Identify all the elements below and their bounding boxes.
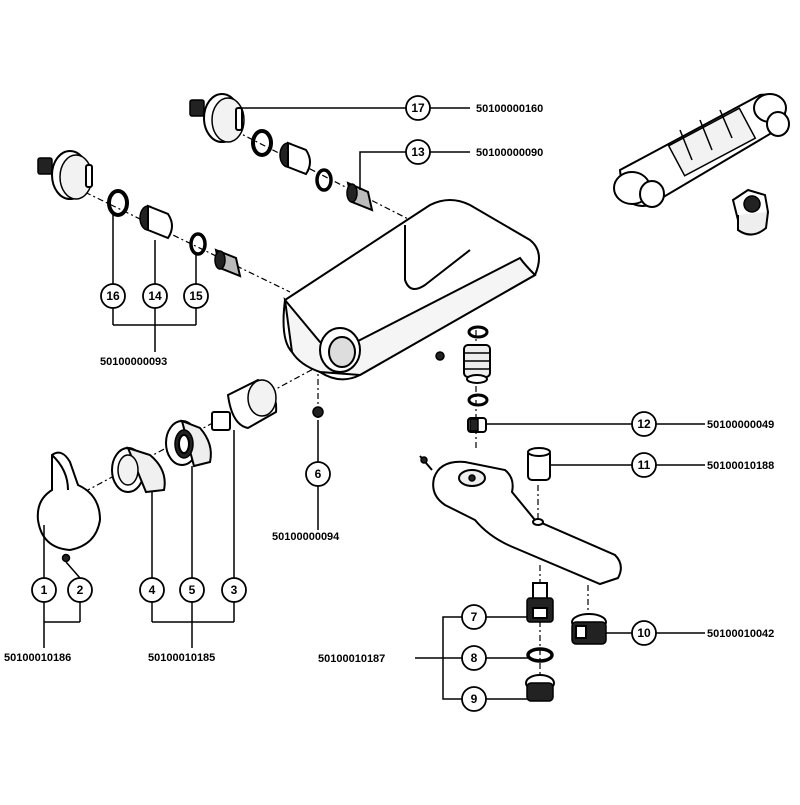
part-number-group-16-14-15: 50100000093 [100, 356, 167, 368]
mixer-body [282, 199, 540, 381]
callout-13-label: 13 [411, 145, 425, 159]
leader-lines [43, 107, 705, 700]
left-valve-assembly [37, 150, 242, 278]
part-10-aerator [571, 613, 607, 645]
callout-10-label: 10 [637, 626, 651, 640]
callout-1-label: 1 [41, 583, 48, 597]
callout-7: 7 [461, 604, 487, 630]
part-6-screw [312, 406, 324, 418]
part-4-cover [111, 446, 166, 494]
assembly-axes [59, 117, 589, 690]
part-1-lever-handle [36, 451, 102, 552]
callout-1: 1 [31, 577, 57, 603]
upper-valve-assembly [189, 93, 374, 212]
lever-assembly [36, 378, 278, 563]
callout-9-label: 9 [471, 692, 478, 706]
part-14-nut [139, 204, 173, 240]
callout-6-label: 6 [315, 467, 322, 481]
part-5-ring-nut [165, 419, 212, 468]
callout-4: 4 [139, 577, 165, 603]
part-15-o-ring [189, 232, 207, 256]
callout-16: 16 [100, 283, 126, 309]
part-2-screw [61, 553, 71, 563]
callout-14: 14 [142, 283, 168, 309]
part-number-10: 50100010042 [707, 628, 774, 640]
callout-12: 12 [631, 411, 657, 437]
spout [419, 455, 622, 586]
callout-5-label: 5 [189, 583, 196, 597]
mounting-bracket [613, 93, 790, 236]
part-number-group-7-8-9: 50100010187 [318, 653, 385, 665]
callout-10: 10 [631, 620, 657, 646]
lower-diverter-parts [525, 582, 555, 702]
part-number-13: 50100000090 [476, 147, 543, 159]
callout-6: 6 [305, 461, 331, 487]
callout-12-label: 12 [637, 417, 651, 431]
callout-11: 11 [631, 452, 657, 478]
callout-2: 2 [67, 577, 93, 603]
callout-17: 17 [405, 95, 431, 121]
part-7-diverter-valve [526, 582, 554, 623]
callout-7-label: 7 [471, 610, 478, 624]
diverter-cartridge [463, 344, 491, 384]
part-17-eccentric [189, 93, 245, 143]
part-number-17: 50100000160 [476, 103, 543, 115]
part-13-check-valve [346, 181, 374, 212]
callout-3: 3 [221, 577, 247, 603]
callout-13: 13 [405, 139, 431, 165]
part-number-11: 50100010188 [707, 460, 774, 472]
part-9-nut [525, 674, 555, 702]
part-eccentric-left [37, 150, 93, 200]
callout-2-label: 2 [77, 583, 84, 597]
callout-17-label: 17 [411, 101, 425, 115]
part-14-nut-upper [279, 141, 311, 176]
callout-4-label: 4 [149, 583, 156, 597]
part-check-valve-left [214, 248, 242, 278]
callout-15-label: 15 [189, 289, 203, 303]
part-12-insert [467, 417, 487, 433]
part-number-group-1-2: 50100010186 [4, 652, 71, 664]
part-3-cartridge [211, 378, 278, 431]
callout-8: 8 [461, 645, 487, 671]
callout-14-label: 14 [148, 289, 162, 303]
hex-nut [731, 188, 770, 236]
part-16-o-ring [107, 189, 129, 217]
part-8-o-ring [526, 647, 554, 663]
callout-5: 5 [179, 577, 205, 603]
part-number-group-4-5-3: 50100010185 [148, 652, 215, 664]
diverter-assembly [463, 325, 491, 433]
part-number-12: 50100000049 [707, 419, 774, 431]
callout-16-label: 16 [106, 289, 120, 303]
callout-3-label: 3 [231, 583, 238, 597]
part-11-plug [527, 447, 551, 481]
callout-8-label: 8 [471, 651, 478, 665]
callout-11-label: 11 [638, 458, 651, 472]
callout-9: 9 [461, 686, 487, 712]
callout-15: 15 [183, 283, 209, 309]
part-number-6: 50100000094 [272, 531, 340, 543]
